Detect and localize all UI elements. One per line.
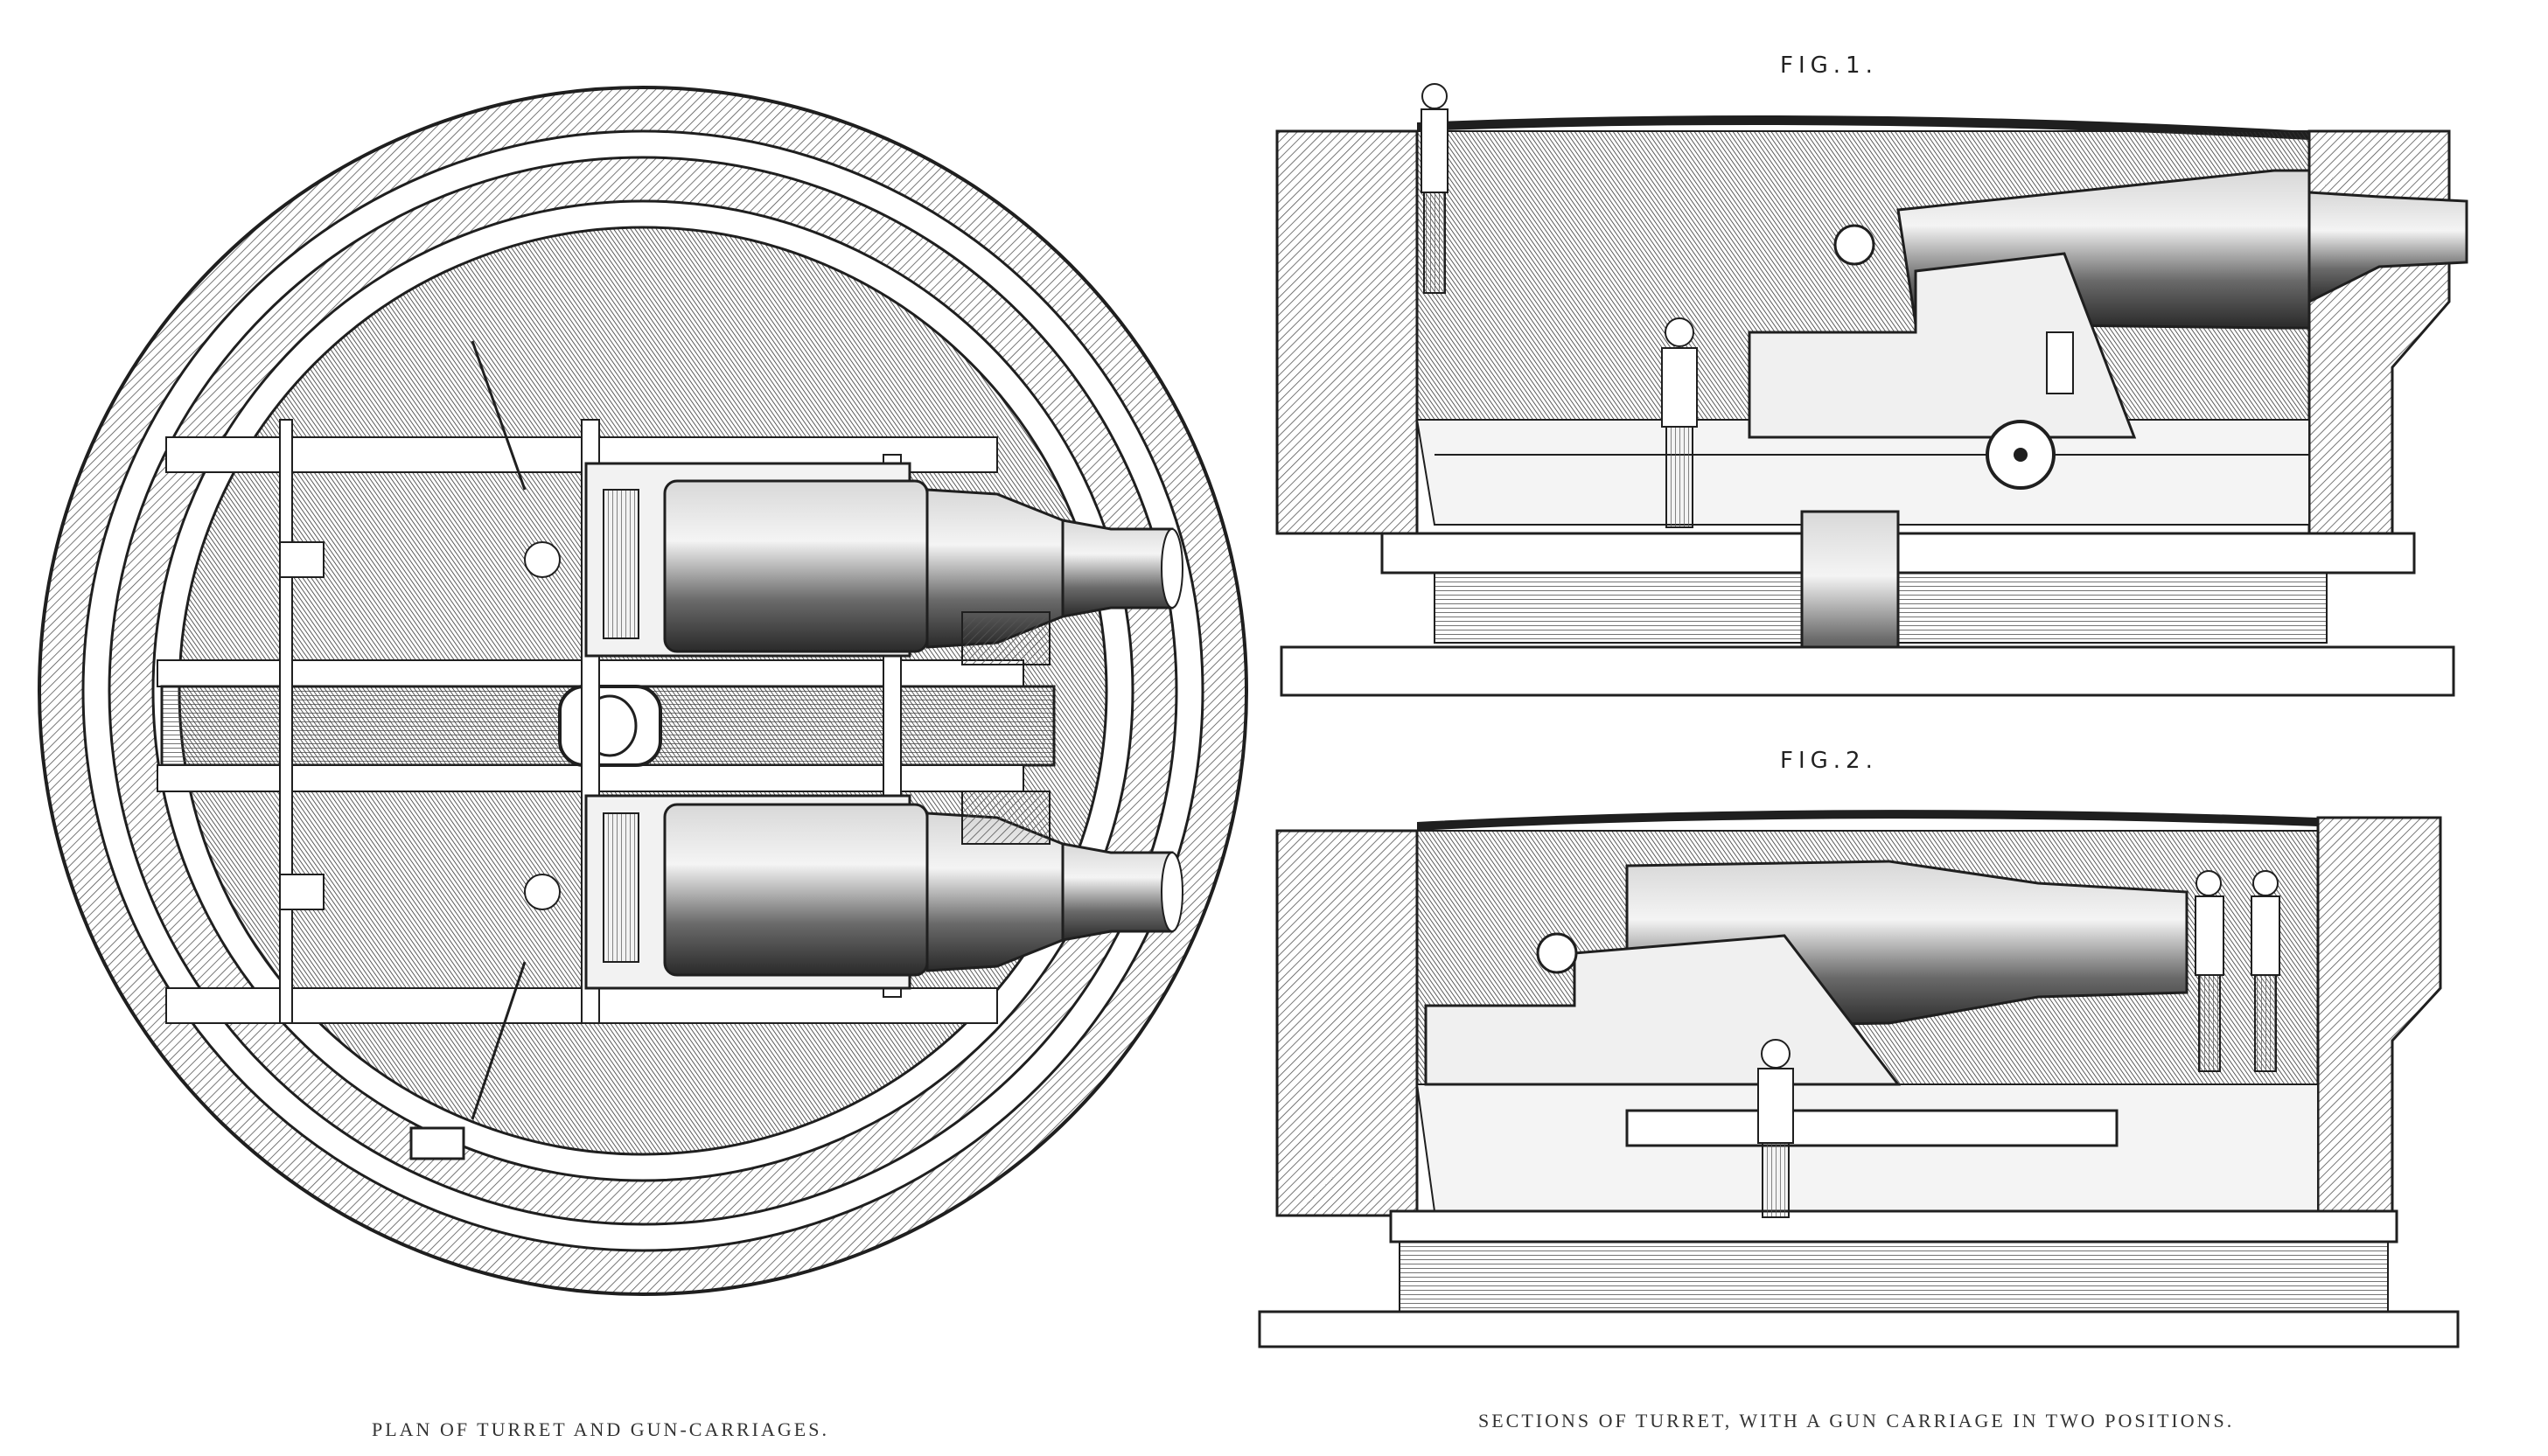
sailor-figure	[2195, 870, 2224, 1072]
hatch-plate	[409, 1126, 465, 1160]
section-fig-1	[1275, 83, 2468, 697]
fig2-base	[1389, 1209, 2398, 1244]
turret-roof	[1417, 810, 2318, 831]
gun-port	[961, 791, 1051, 845]
fig-2-label: FIG.2.	[1780, 748, 1878, 774]
turret-roof	[1417, 115, 2309, 140]
sailor-figure	[1757, 1039, 1794, 1218]
upper-gun	[663, 479, 1183, 653]
sections-caption: SECTIONS OF TURRET, WITH A GUN CARRIAGE …	[1478, 1410, 2235, 1432]
fig-1-label: FIG.1.	[1780, 52, 1878, 79]
section-fig-2	[1258, 810, 2460, 1348]
sailor-figure	[1661, 317, 1698, 528]
lower-gun	[663, 803, 1183, 977]
deck-beam	[1280, 645, 2455, 697]
gun-port	[961, 611, 1051, 665]
fig1-carriage	[1748, 252, 2137, 439]
deck-beam	[1258, 1310, 2460, 1348]
plan-caption: PLAN OF TURRET AND GUN-CARRIAGES.	[372, 1418, 829, 1440]
turret-wall-left	[1275, 129, 1419, 535]
turret-wall-right	[2316, 816, 2442, 1217]
sailor-figure	[2251, 870, 2280, 1072]
turret-plan	[38, 86, 1248, 1296]
turret-wall-right	[2307, 129, 2451, 535]
turret-wall-left	[1275, 829, 1419, 1217]
sailor-figure	[1421, 83, 1449, 294]
